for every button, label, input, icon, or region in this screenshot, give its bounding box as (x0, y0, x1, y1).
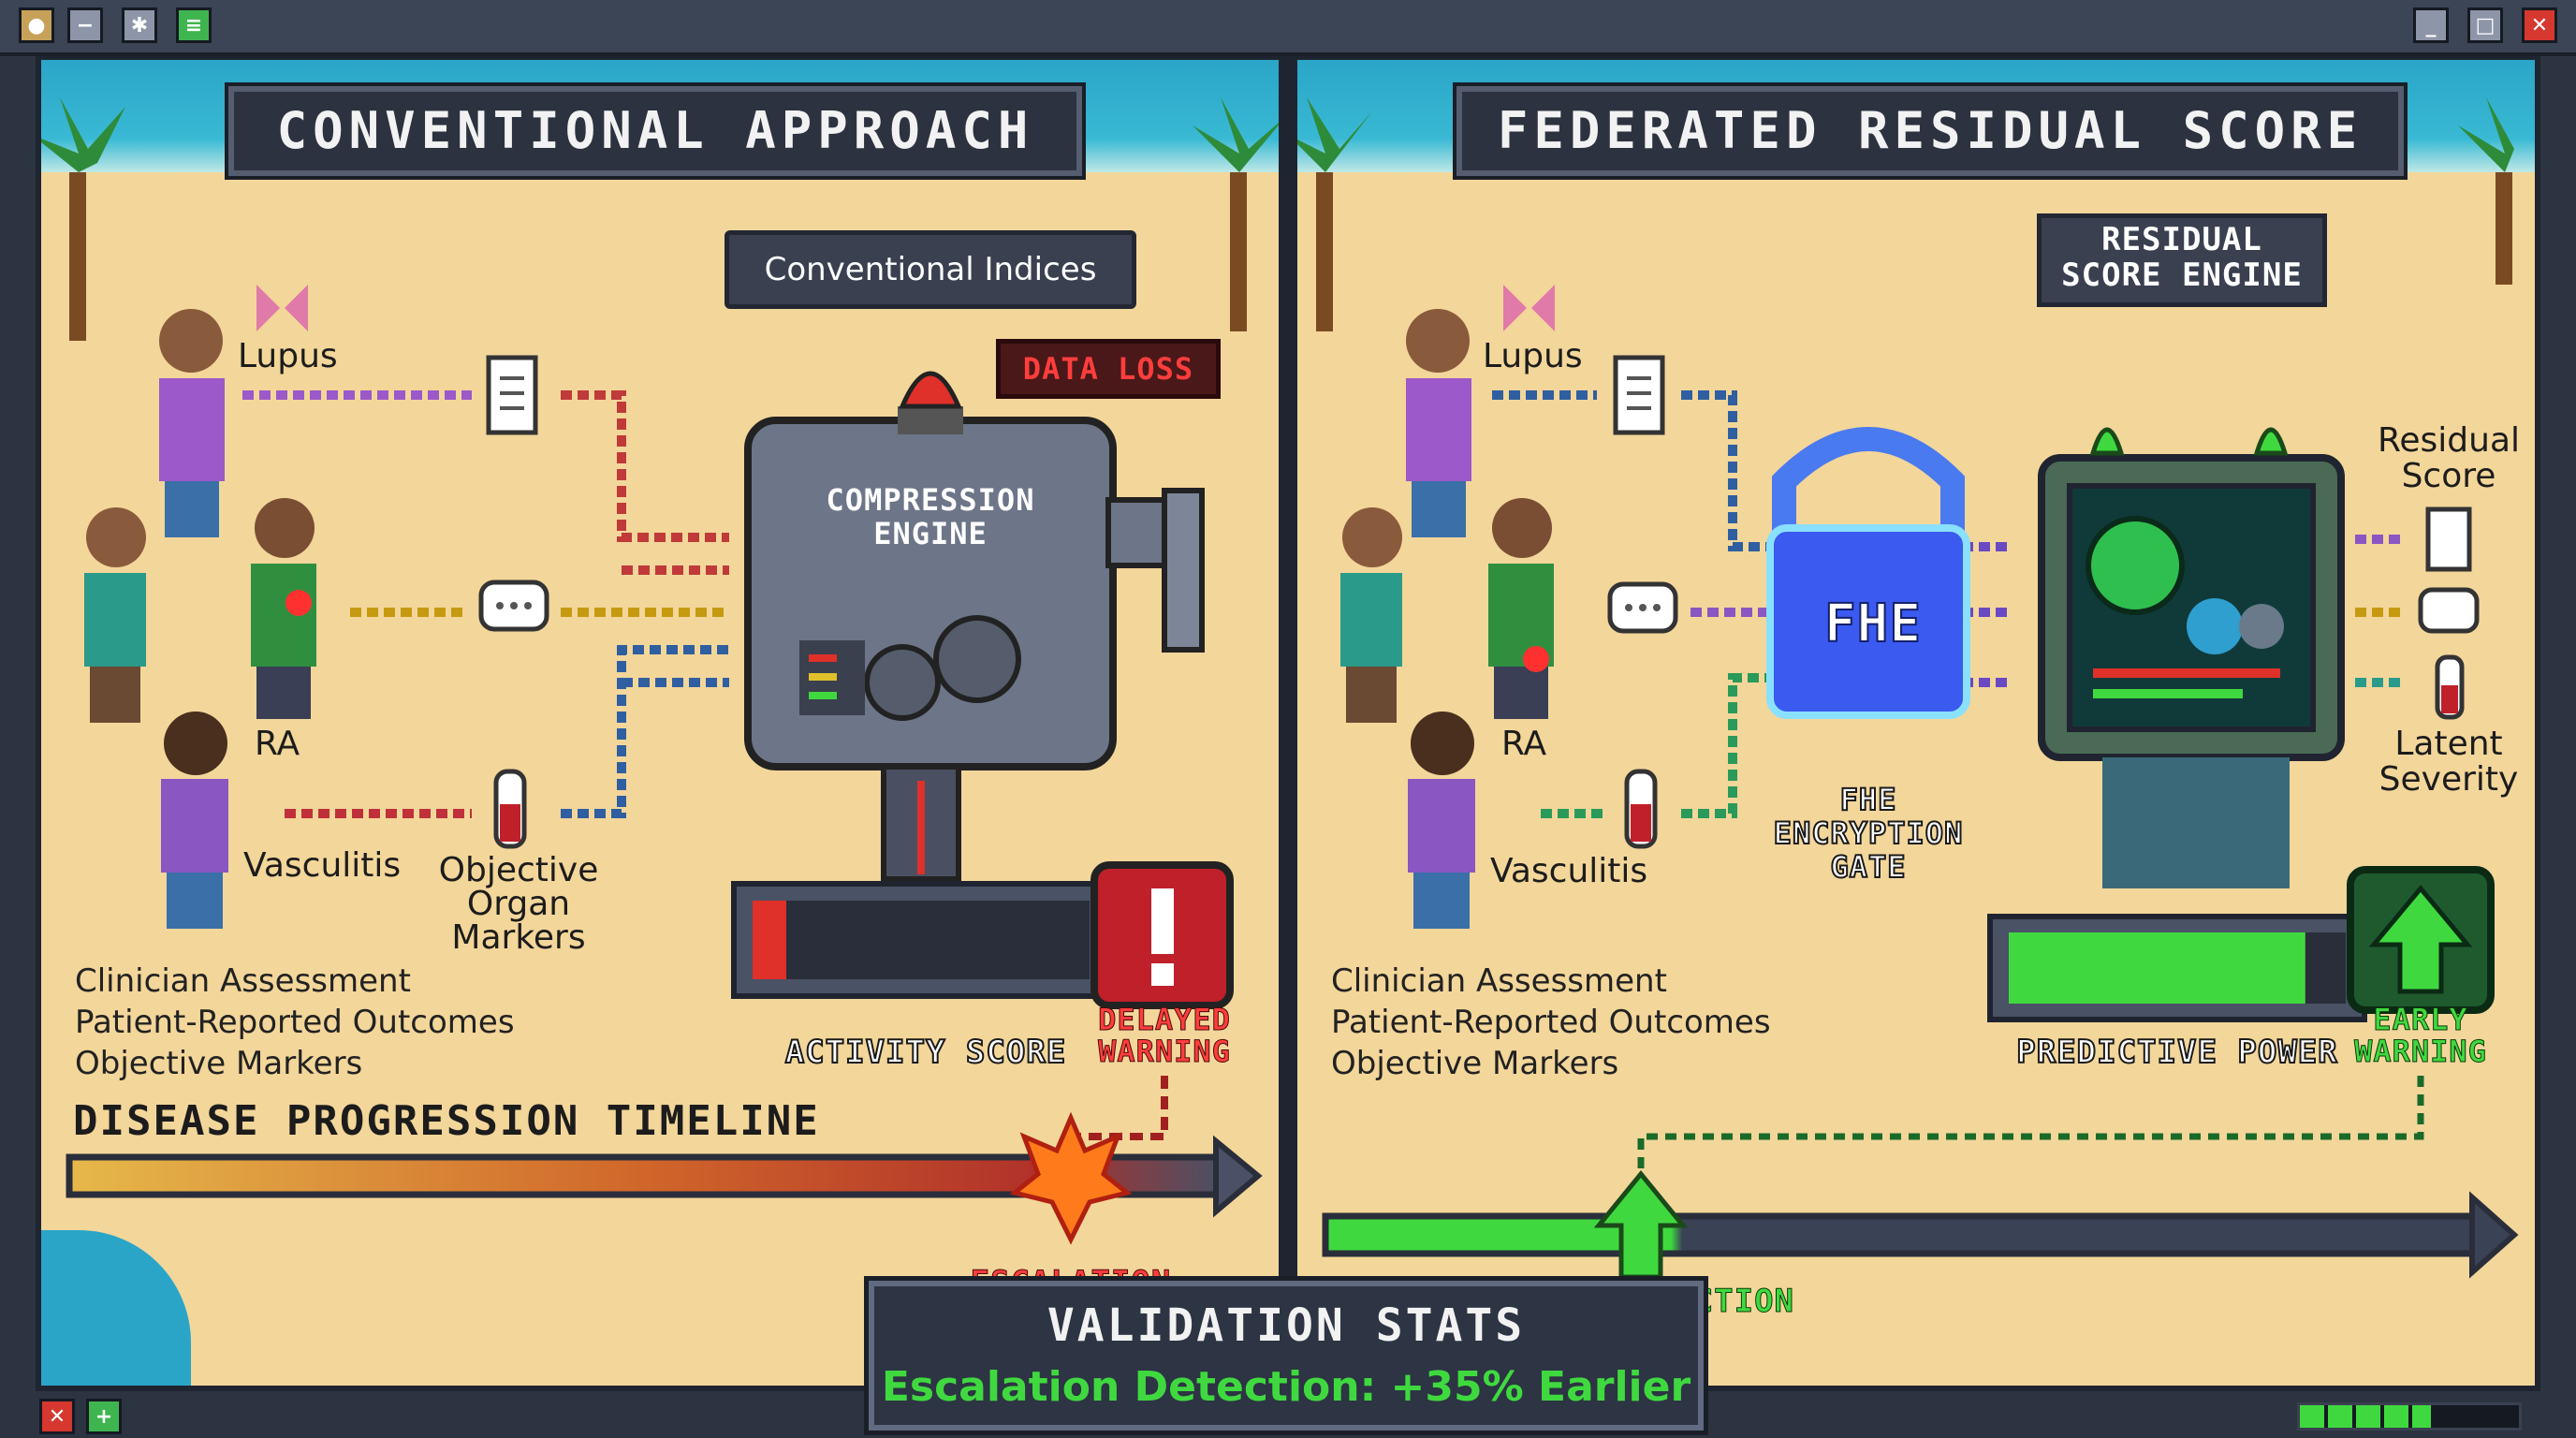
green-siren-icon (2089, 427, 2289, 456)
validation-stats-title: VALIDATION STATS (1046, 1299, 1526, 1352)
timeline-bar (1322, 1212, 2481, 1257)
lupus-label: Lupus (1483, 337, 1583, 375)
fhe-lock-icon (1766, 427, 1970, 719)
patient-figure (84, 507, 146, 723)
validation-stats-value: Escalation Detection: +35% Earlier (881, 1363, 1691, 1411)
compression-engine-label: COMPRESSION ENGINE (826, 482, 1035, 551)
latent-severity-label: Latent Severity (2378, 725, 2519, 799)
legend-item: Clinician Assessment (1331, 962, 1667, 1000)
left-diagram-graphics (41, 97, 1279, 1245)
legend-item: Clinician Assessment (75, 962, 411, 1000)
toolbar-minus-icon[interactable]: − (67, 7, 103, 43)
legend-item: Patient-Reported Outcomes (75, 1004, 515, 1041)
exclamation-warning-icon (1090, 861, 1234, 1009)
test-tube-icon (493, 769, 527, 849)
panel-divider (1279, 56, 1297, 1391)
status-close-icon[interactable]: ✕ (39, 1399, 75, 1434)
toolbar-list-icon[interactable]: ≡ (176, 7, 212, 43)
patient-vasculitis-figure (1408, 712, 1475, 929)
left-legend: Clinician Assessment Patient-Reported Ou… (75, 961, 515, 1084)
app-icon[interactable]: ● (19, 7, 54, 43)
predictive-gauge-fill (2009, 932, 2305, 1004)
timeline-arrowhead-icon (2469, 1191, 2519, 1279)
timeline-arrowhead-icon (1213, 1135, 1263, 1218)
left-panel: CONVENTIONAL APPROACH Conventional Indic… (41, 60, 1279, 1386)
activity-score-label: ACTIVITY SCORE (784, 1033, 1067, 1072)
patient-vasculitis-figure (161, 712, 228, 929)
objective-organ-markers-label: Objective Organ Markers (438, 851, 599, 957)
predictive-power-label: PREDICTIVE POWER (2015, 1033, 2338, 1072)
patient-ra-figure (1488, 498, 1554, 719)
close-button[interactable]: ✕ (2522, 7, 2557, 43)
palm-tree-icon (1297, 97, 1372, 331)
right-legend: Clinician Assessment Patient-Reported Ou… (1331, 961, 1771, 1084)
butterfly-icon (1503, 285, 1555, 331)
data-flow-arrows (242, 390, 729, 818)
fhe-encryption-gate-label: FHE ENCRYPTION GATE (1773, 782, 1964, 885)
timeline-title: DISEASE PROGRESSION TIMELINE (73, 1097, 820, 1145)
early-link-line (1637, 1076, 2424, 1174)
minimize-button[interactable]: _ (2413, 7, 2449, 43)
status-progress-fill (2300, 1405, 2432, 1428)
legend-item: Objective Markers (75, 1045, 363, 1082)
early-warning-label: EARLY WARNING (2354, 1002, 2487, 1069)
early-detection-arrow-icon (1593, 1170, 1689, 1280)
explosion-icon (1009, 1111, 1133, 1245)
legend-item: Objective Markers (1331, 1045, 1619, 1082)
speech-bubble-icon (1607, 581, 1678, 634)
residual-score-label: Residual Score (2377, 421, 2521, 495)
output-clipboard-icon (2425, 506, 2472, 572)
validation-stats-box: VALIDATION STATS Escalation Detection: +… (869, 1281, 1704, 1431)
conventional-indices-label: Conventional Indices (724, 230, 1136, 309)
patient-lupus-figure (159, 309, 225, 537)
toolbar-gear-icon[interactable]: ✱ (122, 7, 157, 43)
palm-tree-icon (41, 97, 125, 341)
activity-gauge-fill (753, 901, 786, 979)
left-panel-title: CONVENTIONAL APPROACH (228, 86, 1082, 176)
residual-score-engine-icon (2038, 454, 2345, 888)
patient-lupus-figure (1406, 309, 1471, 537)
status-add-icon[interactable]: + (86, 1399, 122, 1434)
maximize-button[interactable]: □ (2467, 7, 2503, 43)
delayed-warning-label: DELAYED WARNING (1098, 1002, 1231, 1069)
ra-label: RA (1501, 725, 1547, 763)
status-progress-bar (2297, 1402, 2522, 1431)
test-tube-icon (1624, 769, 1658, 849)
butterfly-icon (256, 285, 308, 331)
palm-tree-icon (1193, 97, 1279, 331)
right-diagram-graphics (1297, 97, 2519, 1280)
residual-score-engine-label: RESIDUAL SCORE ENGINE (2037, 213, 2327, 307)
vasculitis-label: Vasculitis (1490, 852, 1648, 890)
fhe-label: FHE (1823, 593, 1923, 655)
vasculitis-label: Vasculitis (243, 846, 402, 885)
speech-bubble-icon (478, 580, 549, 632)
up-arrow-warning-icon (2347, 866, 2495, 1014)
output-test-tube-icon (2435, 654, 2465, 720)
right-panel-title: FEDERATED RESIDUAL SCORE (1456, 86, 2404, 176)
alarm-siren-icon (898, 371, 963, 434)
patient-figure (1340, 507, 1402, 723)
palm-tree-icon (2458, 97, 2514, 285)
window-titlebar (0, 0, 2576, 56)
output-speech-bubble-icon (2418, 587, 2480, 634)
clipboard-icon (486, 355, 538, 435)
right-panel: FEDERATED RESIDUAL SCORE RESIDUAL SCORE … (1297, 60, 2535, 1386)
lupus-label: Lupus (238, 337, 338, 375)
clipboard-icon (1613, 355, 1665, 435)
patient-ra-figure (251, 498, 316, 719)
data-loss-badge: DATA LOSS (996, 339, 1221, 399)
legend-item: Patient-Reported Outcomes (1331, 1004, 1771, 1041)
ra-label: RA (255, 725, 300, 763)
